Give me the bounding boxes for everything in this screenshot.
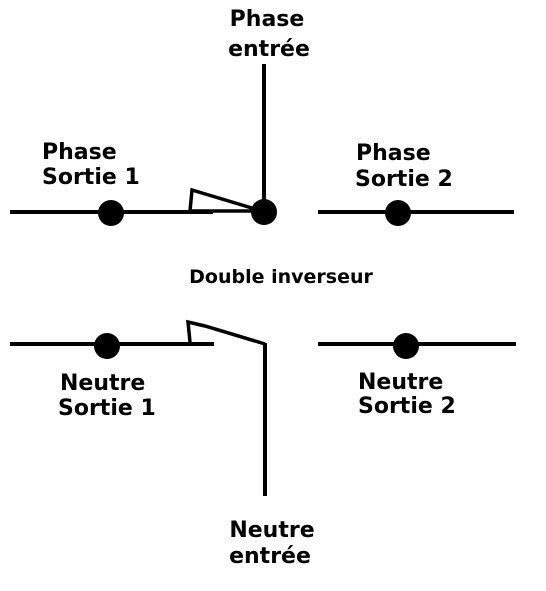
phase-output1-label-line1: Phase [42,140,117,165]
phase-output1-label-line2: Sortie 1 [42,165,140,190]
neutral-input-label-line2: entrée [229,544,311,569]
neutral-input-label-line1: Neutre [229,518,314,543]
phase-switch-lever [188,187,263,213]
phase-output2-terminal [385,200,411,226]
neutral-switch-lever [186,319,266,346]
neutral-output2-terminal [393,333,419,359]
phase-output2-label-line2: Sortie 2 [355,167,453,192]
neutral-output2-label-line2: Sortie 2 [358,394,456,419]
phase-output2-label-line1: Phase [356,141,431,166]
neutral-output2-label-line1: Neutre [358,370,443,395]
neutral-output1-label-line1: Neutre [60,371,145,396]
neutral-output1-label-line2: Sortie 1 [58,396,156,421]
neutral-output1-terminal [94,333,120,359]
phase-input-label-line2: entrée [228,37,310,62]
switch-type-label: Double inverseur [189,266,373,288]
phase-output1-terminal [98,200,124,226]
phase-common-terminal [251,199,277,225]
phase-input-label-line1: Phase [230,7,305,32]
